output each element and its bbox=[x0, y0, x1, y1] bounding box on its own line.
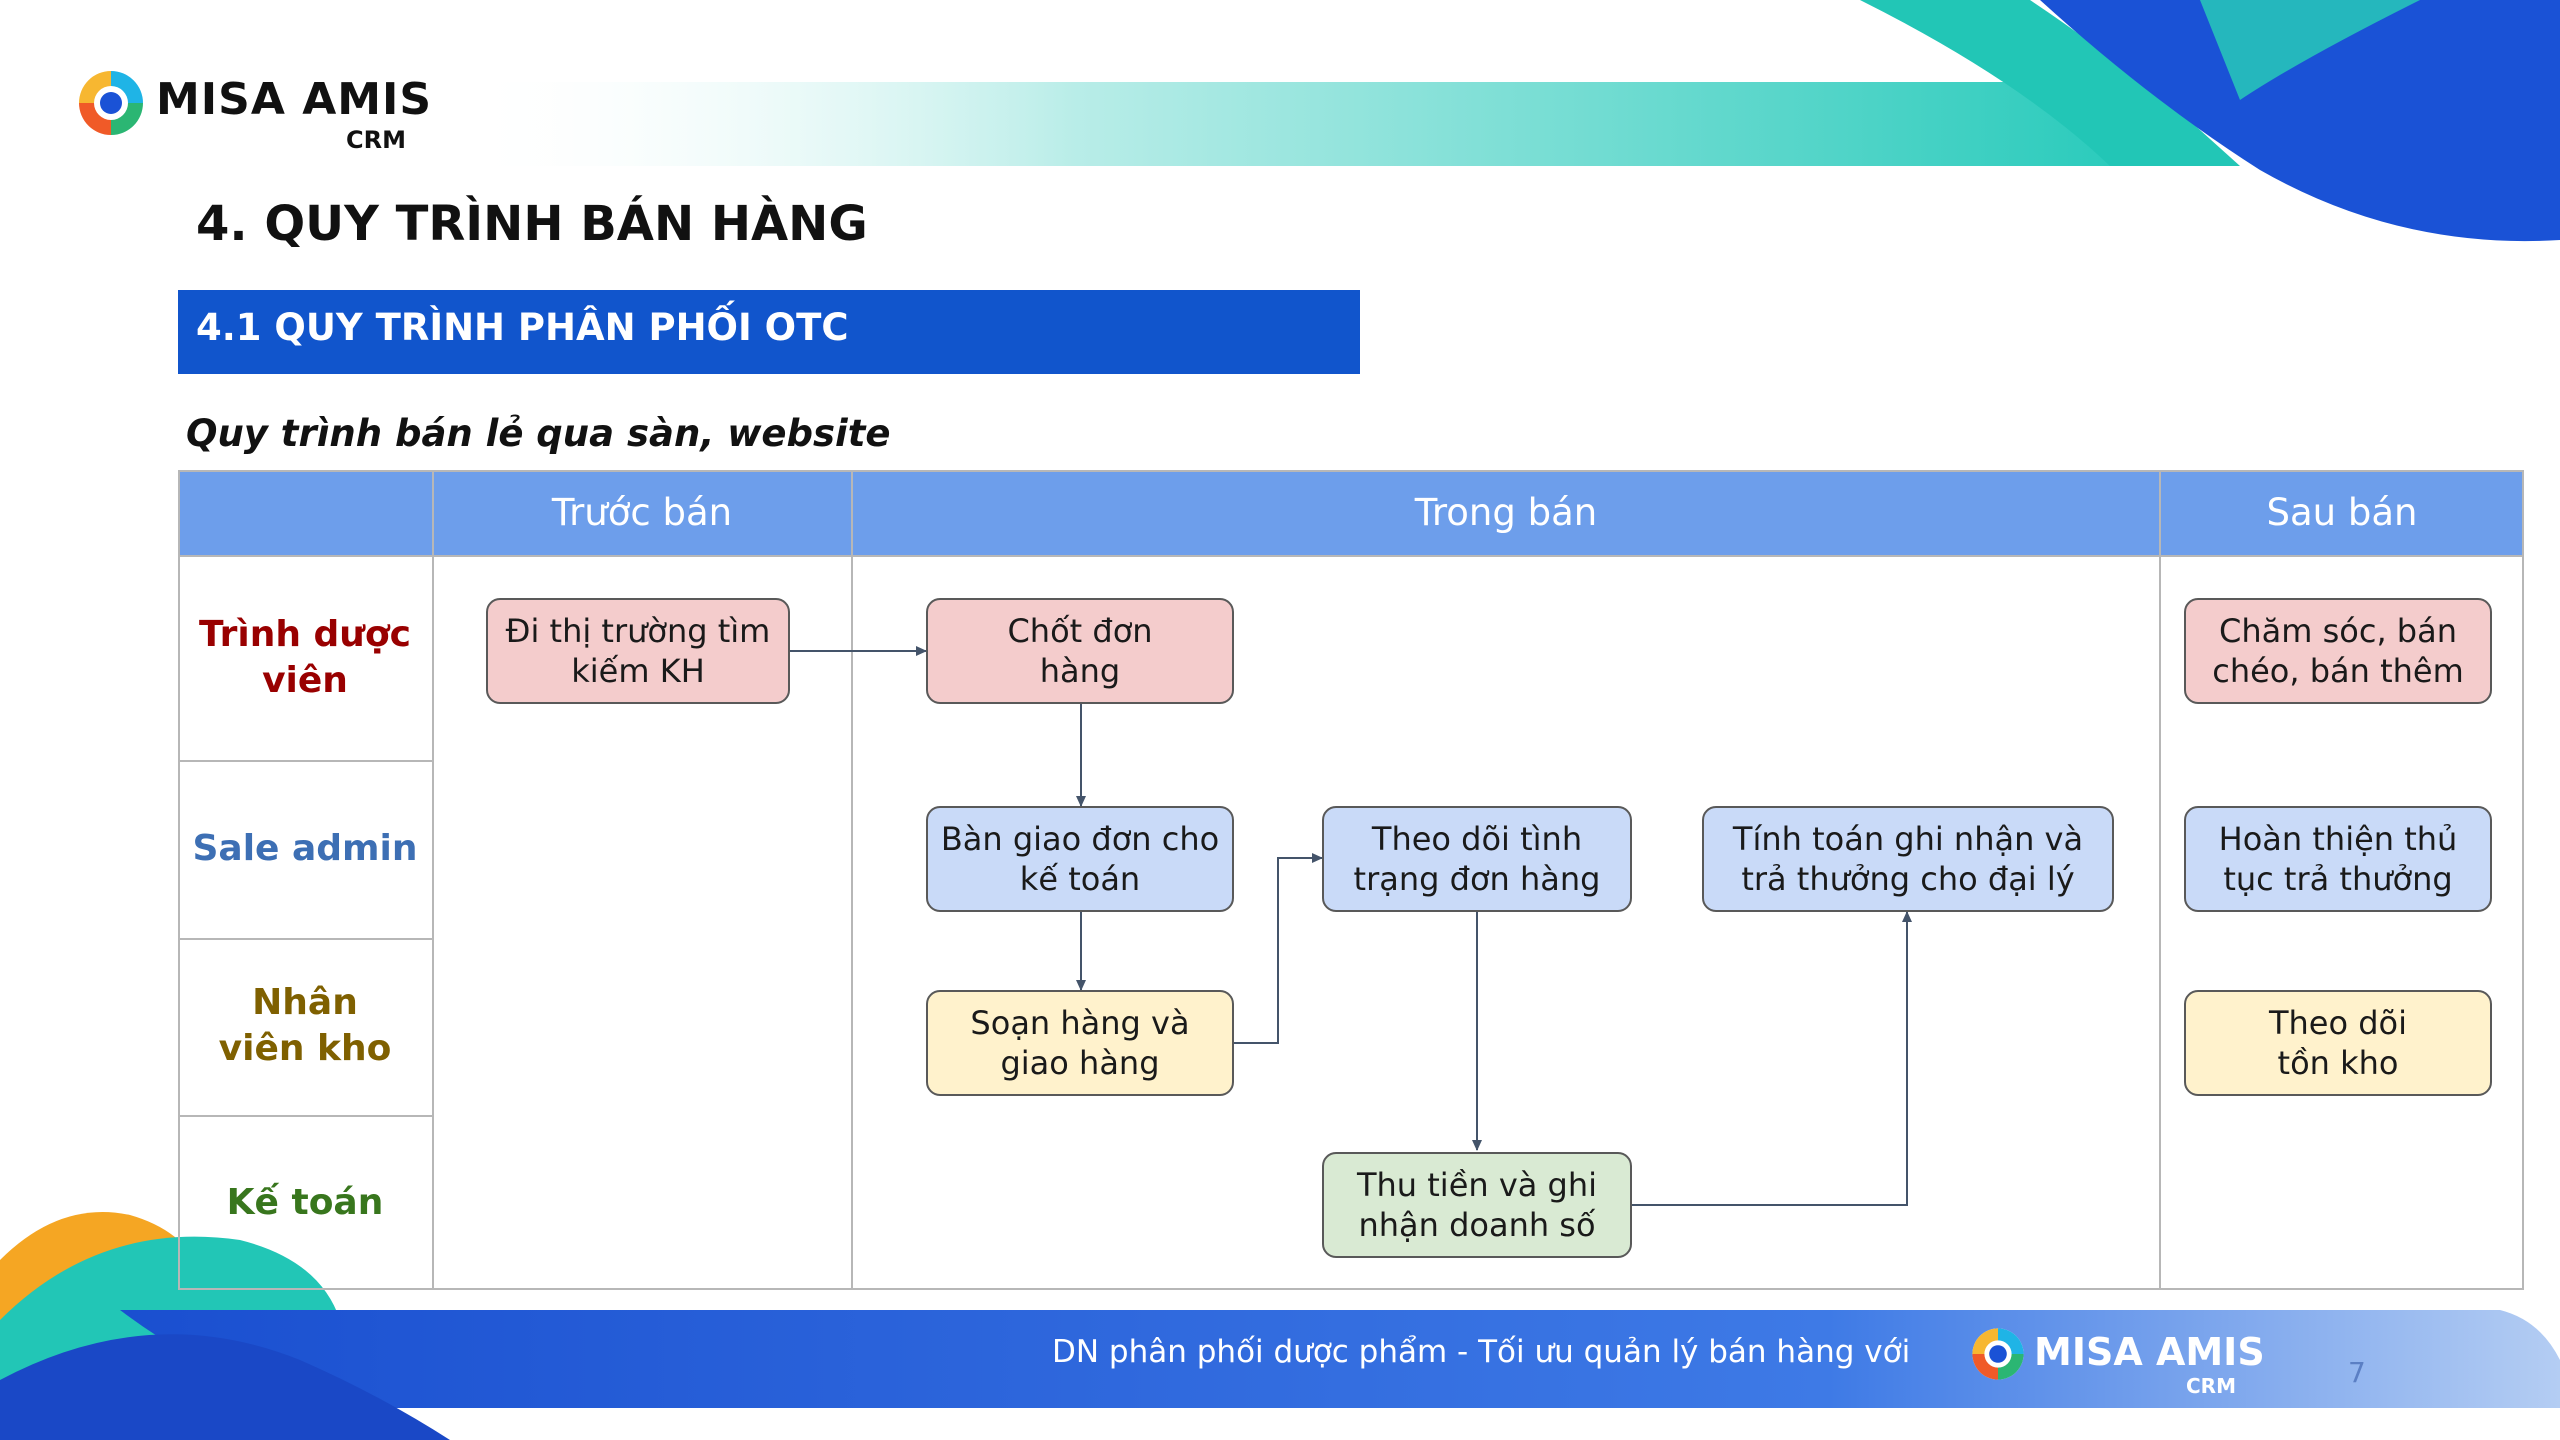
page-title: 4. QUY TRÌNH BÁN HÀNG bbox=[196, 196, 868, 252]
table-border-top bbox=[178, 470, 2524, 472]
lane-divider-1 bbox=[178, 760, 434, 762]
section-title: 4.1 QUY TRÌNH PHÂN PHỐI OTC bbox=[196, 306, 849, 349]
node-soan-hang: Soạn hàng và giao hàng bbox=[926, 990, 1234, 1096]
footer-misa-logo-icon bbox=[1970, 1326, 2026, 1382]
node-hoan-thien: Hoàn thiện thủ tục trả thưởng bbox=[2184, 806, 2492, 912]
table-border-right bbox=[2522, 470, 2524, 1290]
misa-logo-icon bbox=[76, 68, 146, 138]
node-theo-doi-kho: Theo dõi tồn kho bbox=[2184, 990, 2492, 1096]
footer-brand-name: MISA AMIS bbox=[2034, 1330, 2265, 1374]
table-border-bottom bbox=[178, 1288, 2524, 1290]
column-divider-1 bbox=[851, 470, 853, 1290]
brand-name: MISA AMIS bbox=[156, 74, 432, 125]
column-divider-lane bbox=[432, 470, 434, 1290]
node-tinh-toan: Tính toán ghi nhận và trả thưởng cho đại… bbox=[1702, 806, 2114, 912]
header-divider bbox=[178, 555, 2524, 557]
lane-divider-2 bbox=[178, 938, 434, 940]
phase-trong-ban: Trong bán bbox=[852, 470, 2160, 555]
lane-label-trinh-duoc-vien: Trình dược viên bbox=[178, 612, 432, 704]
brand-product: CRM bbox=[346, 126, 406, 154]
node-thu-tien: Thu tiền và ghi nhận doanh số bbox=[1322, 1152, 1632, 1258]
node-ban-giao: Bàn giao đơn cho kế toán bbox=[926, 806, 1234, 912]
lane-divider-3 bbox=[178, 1115, 434, 1117]
phase-truoc-ban: Trước bán bbox=[432, 470, 852, 555]
diagram-subtitle: Quy trình bán lẻ qua sàn, website bbox=[186, 412, 891, 455]
node-di-thi-truong: Đi thị trường tìm kiếm KH bbox=[486, 598, 790, 704]
column-divider-2 bbox=[2159, 470, 2161, 1290]
phase-sau-ban: Sau bán bbox=[2160, 470, 2524, 555]
footer-text: DN phân phối dược phẩm - Tối ưu quản lý … bbox=[1052, 1334, 1910, 1370]
node-chot-don: Chốt đơn hàng bbox=[926, 598, 1234, 704]
node-theo-doi-don: Theo dõi tình trạng đơn hàng bbox=[1322, 806, 1632, 912]
page-number: 7 bbox=[2348, 1356, 2366, 1389]
lane-label-nhan-vien-kho: Nhân viên kho bbox=[178, 980, 432, 1072]
table-border-left bbox=[178, 470, 180, 1290]
lane-label-sale-admin: Sale admin bbox=[178, 826, 432, 872]
top-teal-band bbox=[460, 82, 2210, 166]
lane-label-ke-toan: Kế toán bbox=[178, 1180, 432, 1226]
node-cham-soc: Chăm sóc, bán chéo, bán thêm bbox=[2184, 598, 2492, 704]
footer-brand-product: CRM bbox=[2186, 1374, 2236, 1398]
